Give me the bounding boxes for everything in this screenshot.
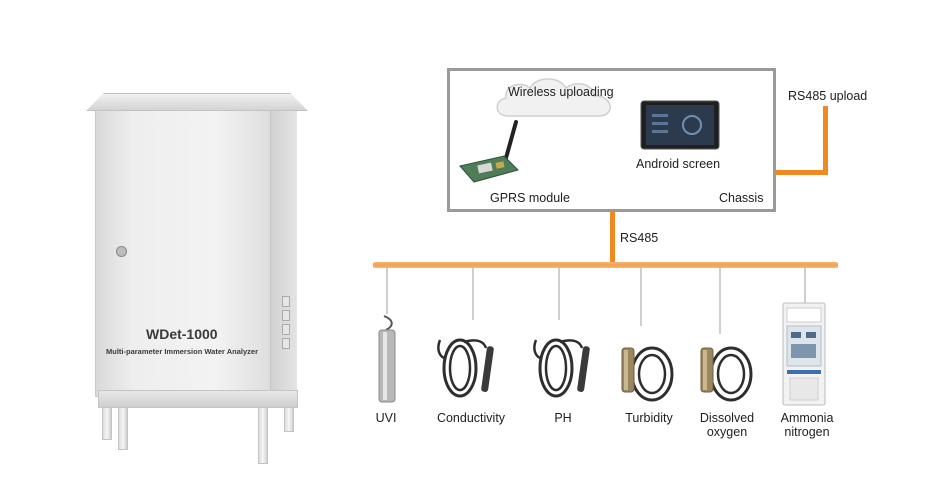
cabinet-leg-front	[118, 404, 128, 450]
ammonia-analyzer-icon	[782, 302, 826, 406]
conductivity-probe-icon	[437, 338, 494, 398]
wireless-uploading-label: Wireless uploading	[508, 85, 614, 99]
chassis-box	[447, 68, 776, 212]
drop-line-ammonia-nitrogen	[804, 268, 806, 304]
vent-icon	[282, 338, 290, 349]
cabinet-side-panel	[270, 105, 297, 395]
turbidity-probe-icon	[621, 346, 674, 402]
vent-icon	[282, 310, 290, 321]
dissolved-oxygen-probe-icon	[700, 346, 753, 402]
cabinet-lock-icon	[116, 246, 127, 257]
chassis-label: Chassis	[719, 191, 764, 205]
uvi-probe-icon	[378, 315, 396, 403]
drop-line-conductivity	[472, 268, 474, 320]
drop-line-turbidity	[640, 268, 642, 326]
cloud-icon	[496, 78, 611, 117]
sensor-label-nitrogen: nitrogen	[784, 425, 830, 439]
vent-icon	[282, 324, 290, 335]
rs485-upload-label: RS485 upload	[788, 89, 868, 103]
rs485-bus	[373, 262, 838, 268]
android-screen-label: Android screen	[636, 157, 721, 171]
rs485-connector	[610, 212, 615, 263]
drop-line-uvi	[386, 268, 388, 314]
rs485-label: RS485	[620, 231, 659, 245]
rs485-upload-line-horizontal	[776, 170, 828, 175]
ph-probe-icon	[533, 338, 590, 398]
drop-line-ph	[558, 268, 560, 320]
sensor-label-conductivity: Conductivity	[436, 411, 506, 425]
cabinet-model: WDet-1000	[146, 326, 218, 342]
gprs-module-icon	[459, 120, 519, 183]
cabinet-roof	[86, 93, 308, 111]
cabinet-base	[98, 390, 298, 408]
sensor-label-ph: PH	[554, 411, 572, 425]
android-screen-icon	[640, 100, 720, 150]
sensor-label-turbidity: Turbidity	[625, 411, 673, 425]
drop-line-dissolved-oxygen	[719, 268, 721, 334]
gprs-module-label: GPRS module	[490, 191, 570, 205]
sensor-label-dissolved: Dissolved	[699, 411, 755, 425]
sensor-label-uvi: UVI	[375, 411, 397, 425]
vent-icon	[282, 296, 290, 307]
sensor-label-ammonia: Ammonia	[780, 411, 834, 425]
cabinet-leg-right	[258, 404, 268, 464]
sensor-label-oxygen: oxygen	[706, 425, 748, 439]
rs485-upload-line-vertical	[823, 106, 828, 175]
cabinet-subtitle: Multi-parameter Immersion Water Analyzer	[106, 347, 258, 356]
